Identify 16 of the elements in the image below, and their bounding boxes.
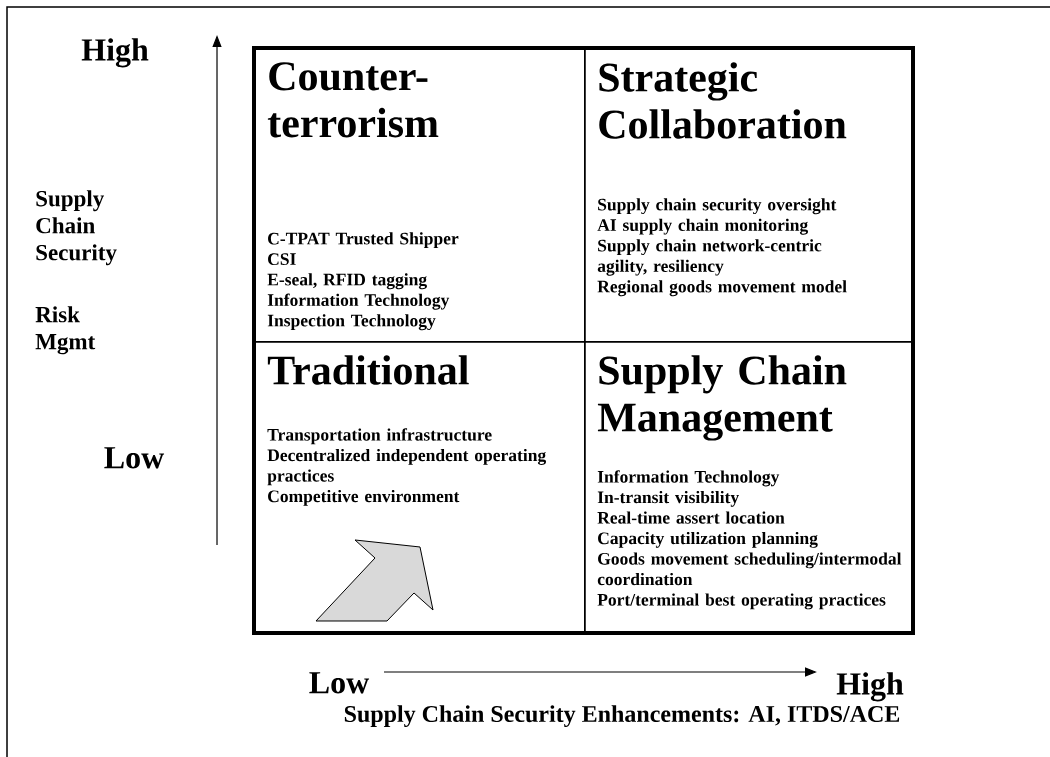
quadrant-box: Traditional Transportation infrastructure Decentralized independent operating practices Competitive environment bbox=[254, 341, 586, 635]
axis-label: Low bbox=[309, 672, 370, 694]
axis-label: Risk Mgmt bbox=[35, 306, 96, 355]
node-label: C-TPAT Trusted Shipper bbox=[268, 232, 459, 249]
quadrant-box: Supply Chain Management Information Technology In-transit visibility Real-time assert location Capacity utilization planning Goods movement scheduling/intermodal coordination Port/terminal best operating practices bbox=[584, 341, 915, 635]
node-label: Inspection Technology bbox=[267, 314, 436, 331]
axis-label: Supply Chain Security bbox=[36, 190, 117, 266]
node-label: Counter-terrorism bbox=[267, 62, 439, 138]
node-label: Information Technology bbox=[267, 293, 450, 310]
axis-label: High bbox=[81, 38, 149, 68]
node-label: CSI bbox=[268, 253, 296, 266]
axis-label: High bbox=[836, 672, 904, 702]
axis-label: Supply Chain Security Enhancements: AI, ITDS/ACE bbox=[344, 705, 900, 727]
axis-label: Low bbox=[104, 447, 165, 469]
node-label: E-seal, RFID tagging bbox=[267, 273, 427, 290]
quadrant-box: Strategic Collaboration Supply chain security oversight AI supply chain monitoring Supply chain network-centric agility, resiliency Regional goods movement model bbox=[584, 48, 915, 343]
